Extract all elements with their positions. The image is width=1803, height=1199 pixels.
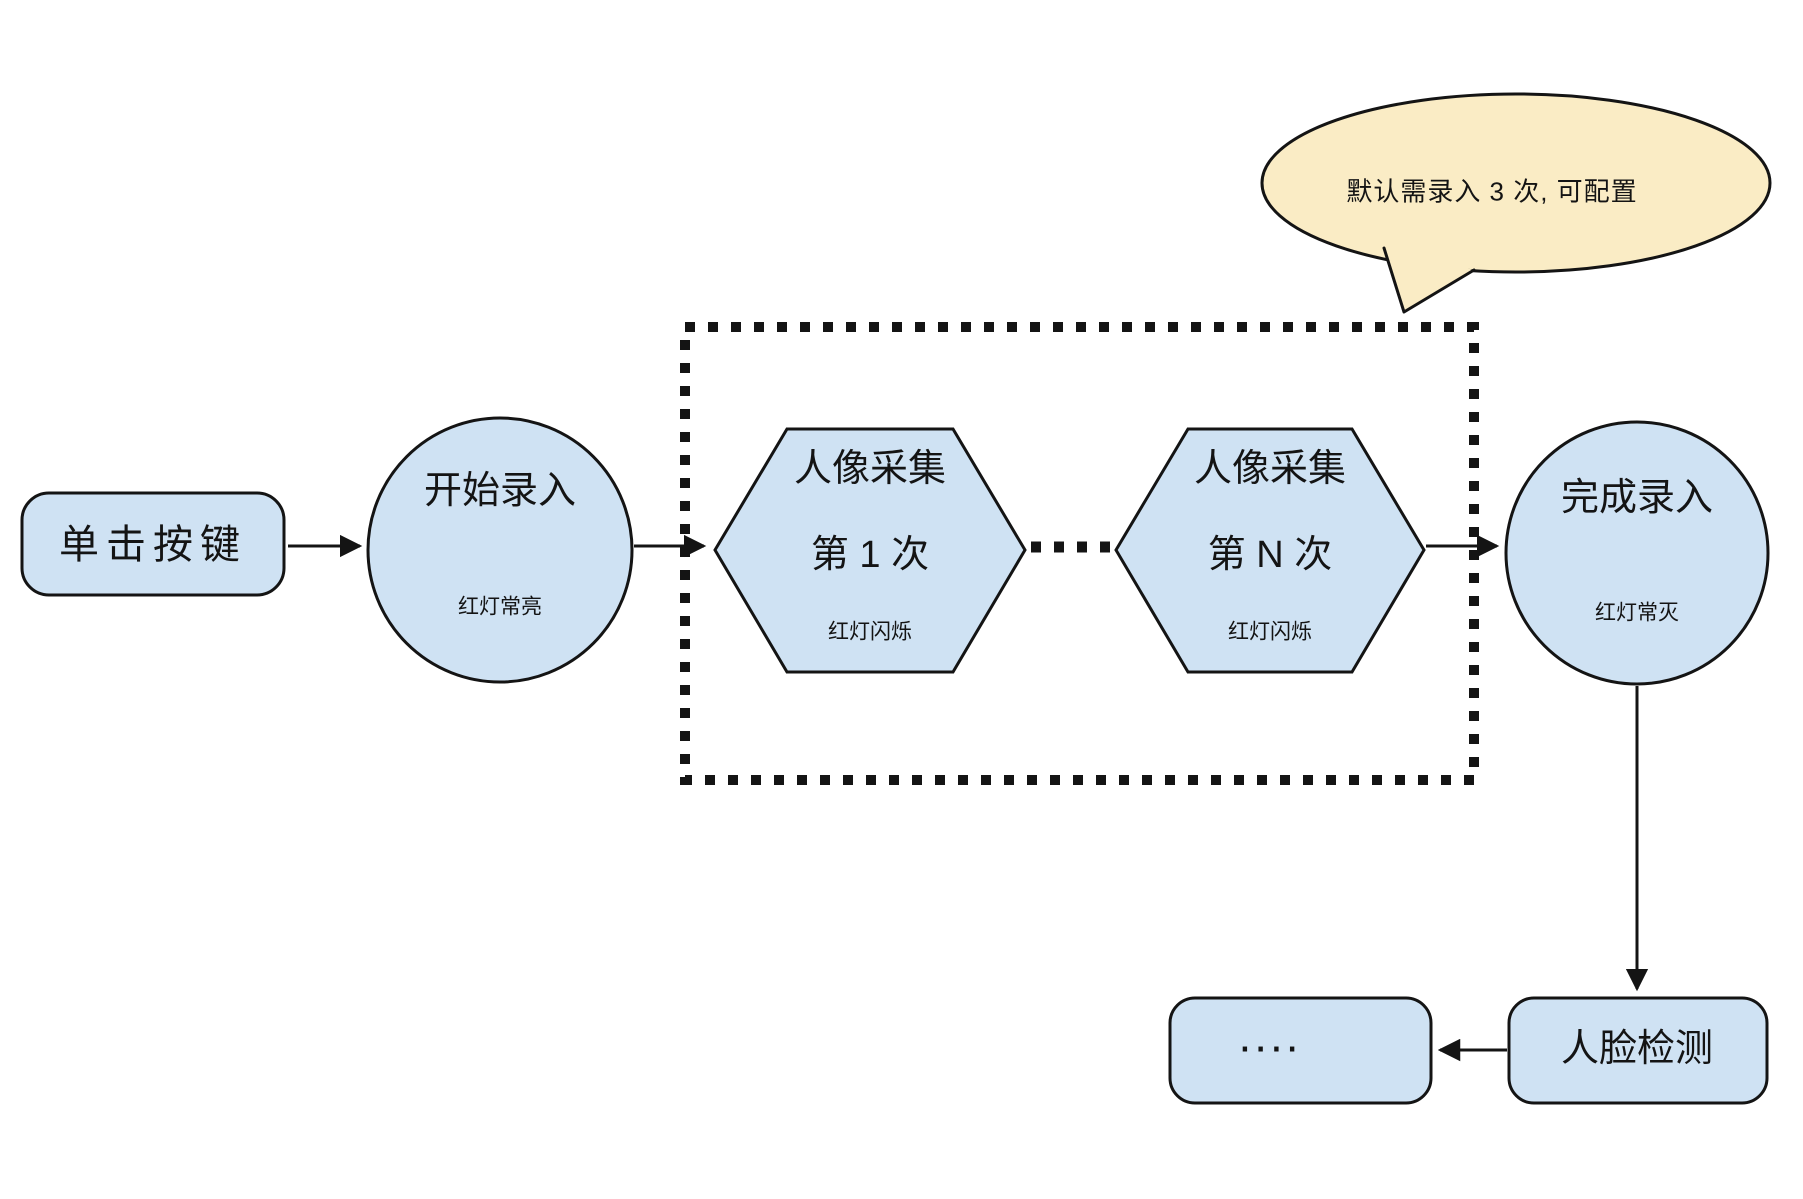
capture-first-sublabel: 红灯闪烁 — [828, 620, 912, 644]
finish-enroll-sublabel: 红灯常灭 — [1595, 601, 1679, 625]
capture-first-line2: 第 1 次 — [810, 534, 930, 577]
capture-first-node — [713, 427, 1027, 674]
capture-first-line1: 人像采集 — [793, 448, 947, 491]
callout-bubble-body — [1260, 92, 1772, 274]
start-enroll-node — [366, 416, 634, 684]
capture-nth-sublabel: 红灯闪烁 — [1228, 620, 1312, 644]
face-detect-node — [1507, 996, 1769, 1105]
finish-enroll-node — [1504, 420, 1770, 686]
finish-enroll-label: 完成录入 — [1560, 477, 1714, 520]
callout-text: 默认需录入 3 次, 可配置 — [1346, 176, 1638, 207]
capture-nth-line1: 人像采集 — [1193, 448, 1347, 491]
start-enroll-sublabel: 红灯常亮 — [458, 595, 542, 619]
capture-nth-node — [1114, 427, 1426, 674]
start-enroll-label: 开始录入 — [423, 470, 577, 513]
start-button-node — [20, 491, 286, 597]
callout-bubble — [1260, 92, 1772, 314]
face-detect-label: 人脸检测 — [1560, 1028, 1714, 1071]
more-steps-node — [1168, 996, 1433, 1105]
more-steps-label: .... — [1238, 1009, 1302, 1062]
start-button-label: 单击按键 — [59, 523, 247, 567]
callout-bubble-tail — [1382, 246, 1476, 314]
capture-nth-line2: 第 N 次 — [1207, 534, 1333, 577]
